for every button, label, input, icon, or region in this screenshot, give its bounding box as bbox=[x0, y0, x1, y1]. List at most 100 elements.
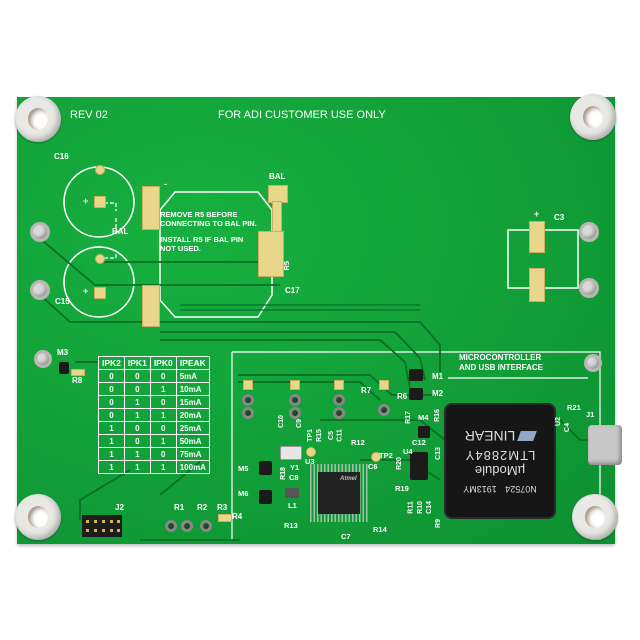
mcu-marking: Atmel bbox=[340, 476, 357, 482]
cell: 0 bbox=[123, 421, 151, 435]
usb-connector-j1[interactable] bbox=[588, 425, 622, 465]
m4-transistor bbox=[418, 426, 430, 438]
turret-c3-bottom bbox=[579, 278, 599, 298]
module-brand-line: LINEAR bbox=[465, 428, 538, 444]
r15-label: R15 bbox=[315, 429, 323, 442]
revision-label: REV 02 bbox=[70, 109, 108, 121]
m2-label: M2 bbox=[432, 389, 444, 398]
cell: 1 bbox=[123, 460, 151, 474]
tp2-pad bbox=[371, 452, 381, 462]
cell: 0 bbox=[98, 382, 125, 396]
jumper-via-1a bbox=[242, 394, 254, 406]
jumper-hole-2 bbox=[181, 520, 193, 532]
r19-label: R19 bbox=[395, 484, 409, 493]
cell: 0 bbox=[149, 421, 177, 435]
c16-minus-pad bbox=[95, 165, 105, 175]
u4-label: U4 bbox=[403, 447, 413, 456]
linear-logo-icon bbox=[517, 431, 538, 441]
m5-label: M5 bbox=[238, 464, 249, 473]
u4-ic bbox=[410, 452, 428, 480]
r5-note-line4: NOT USED. bbox=[160, 244, 201, 253]
l1-label: L1 bbox=[288, 501, 297, 510]
r11-label: R11 bbox=[407, 501, 415, 514]
r3-label: R3 bbox=[217, 503, 228, 512]
header-ipeak: IPEAK bbox=[175, 356, 210, 370]
cell: 1 bbox=[98, 460, 125, 474]
c16-plus-pad bbox=[94, 196, 106, 208]
c17-plus-pad bbox=[142, 285, 160, 327]
c15-label: C15 bbox=[55, 297, 70, 306]
cell: 1 bbox=[149, 460, 177, 474]
jumper-pad-4 bbox=[379, 380, 389, 390]
tp2-label: TP2 bbox=[379, 451, 393, 460]
c16-plus-sign: + bbox=[83, 196, 89, 206]
standoff-bottom-right bbox=[572, 494, 618, 540]
cell: 1 bbox=[98, 421, 125, 435]
r9-label: R9 bbox=[434, 519, 442, 528]
c14-label: C14 bbox=[425, 501, 433, 514]
c3-plus-sign: + bbox=[534, 209, 540, 219]
turret-left-top bbox=[30, 222, 50, 242]
r20-label: R20 bbox=[395, 457, 403, 470]
jumper-via-4 bbox=[378, 404, 390, 416]
bal-pad-large bbox=[258, 231, 284, 277]
cell: 25mA bbox=[175, 421, 210, 435]
jumper-via-3b bbox=[333, 407, 345, 419]
r7-label: R7 bbox=[361, 386, 372, 395]
m6-label: M6 bbox=[238, 489, 249, 498]
r14-label: R14 bbox=[373, 525, 387, 534]
j1-label: J1 bbox=[586, 410, 595, 419]
c3-minus-pad bbox=[529, 268, 545, 302]
mcu-section-title-line1: MICROCONTROLLER bbox=[459, 353, 542, 362]
module-date-code: 1913MY bbox=[463, 484, 497, 494]
header-ipk1: IPK1 bbox=[123, 356, 151, 370]
r8-label: R8 bbox=[72, 376, 83, 385]
r18-label: R18 bbox=[279, 467, 287, 480]
bal-label-right: BAL bbox=[269, 172, 286, 181]
bal-pad-trace bbox=[272, 201, 282, 233]
mcu-section-title-line2: AND USB INTERFACE bbox=[459, 363, 544, 372]
c16-label: C16 bbox=[54, 152, 69, 161]
turret-mcu-section bbox=[584, 354, 602, 372]
m2-transistor bbox=[409, 388, 423, 400]
r5-note-line3: INSTALL R5 IF BAL PIN bbox=[160, 235, 244, 244]
header-ipk2: IPK2 bbox=[98, 356, 125, 370]
atmel-microcontroller: Atmel bbox=[318, 472, 360, 514]
jumper-via-2a bbox=[289, 394, 301, 406]
cell: 0 bbox=[123, 434, 151, 448]
c3-plus-pad bbox=[529, 221, 545, 253]
cell: 10mA bbox=[175, 382, 210, 396]
turret-c3-top bbox=[579, 222, 599, 242]
cell: 50mA bbox=[175, 434, 210, 448]
r1-label: R1 bbox=[174, 503, 185, 512]
cell: 75mA bbox=[175, 447, 210, 461]
cell: 0 bbox=[98, 408, 125, 422]
table-header-row: IPK2 IPK1 IPK0 IPEAK bbox=[98, 356, 210, 370]
r12-label: R12 bbox=[351, 438, 365, 447]
module-lot-line: N07524 1913MY bbox=[463, 484, 537, 494]
jumper-pad-1 bbox=[243, 380, 253, 390]
module-family: µModule bbox=[474, 463, 526, 478]
r4-label: R4 bbox=[232, 512, 243, 521]
jumper-via-1b bbox=[242, 407, 254, 419]
r16-label: R16 bbox=[433, 409, 441, 422]
m3-label: M3 bbox=[57, 348, 69, 357]
c13-label: C13 bbox=[434, 447, 442, 460]
cell: 1 bbox=[98, 447, 125, 461]
cell: 1 bbox=[149, 408, 177, 422]
c15-plus-pad bbox=[94, 287, 106, 299]
jumper-via-3a bbox=[333, 394, 345, 406]
j2-header[interactable] bbox=[82, 515, 122, 537]
cell: 0 bbox=[98, 369, 125, 383]
c11-label: C11 bbox=[336, 429, 344, 442]
r13-label: R13 bbox=[284, 521, 298, 530]
u2-label: U2 bbox=[554, 417, 562, 426]
